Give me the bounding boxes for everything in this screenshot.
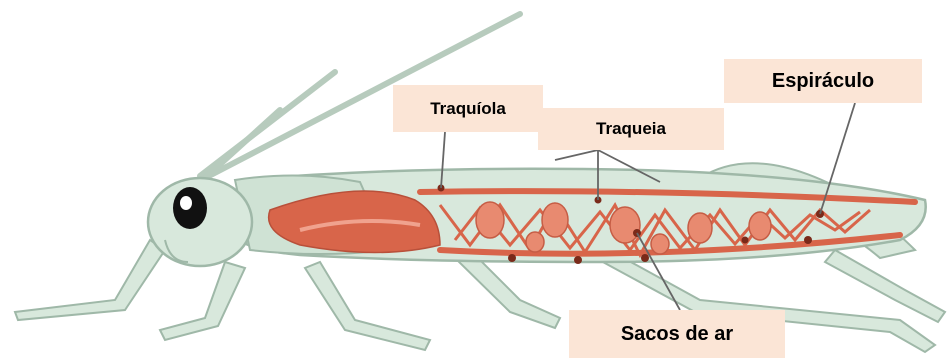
label-espiraculo: Espiráculo: [724, 59, 922, 103]
label-traqueia: Traqueia: [538, 108, 724, 150]
eye-highlight: [180, 196, 192, 210]
label-sacos-de-ar: Sacos de ar: [569, 310, 785, 358]
label-traquiola: Traquíola: [393, 85, 543, 132]
